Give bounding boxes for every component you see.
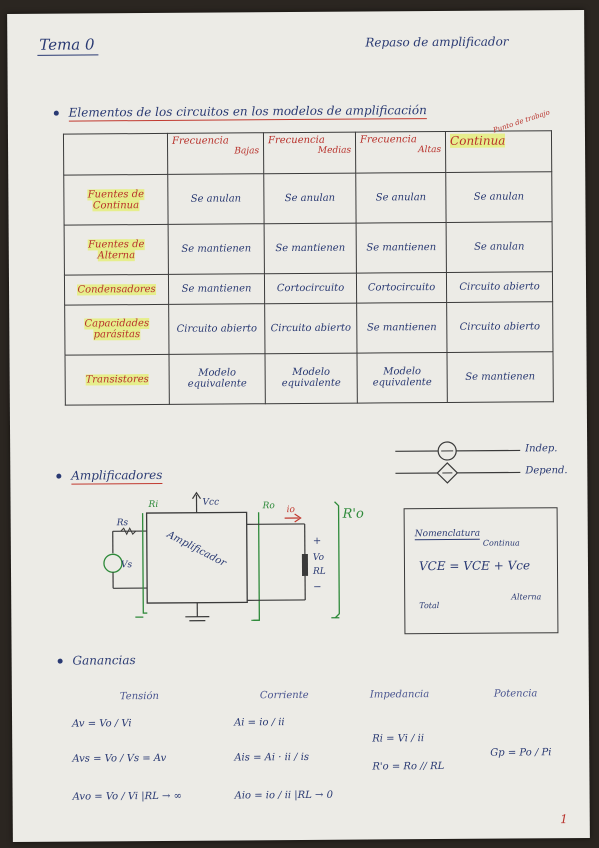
row-header: Fuentes de Alterna [64, 224, 169, 276]
table-cell: Se anulan [263, 173, 357, 224]
ro-label: Ro [262, 501, 276, 511]
column-potencia: Potencia [493, 688, 538, 700]
nomenclature-total-label: Total [419, 601, 440, 611]
table-cell: Circuito abierto [264, 302, 357, 354]
row-header: Condensadores [64, 274, 169, 305]
ri-label: Ri [148, 500, 159, 510]
vo-label: Vo [313, 553, 325, 563]
table-cell: Circuito abierto [446, 271, 553, 303]
formula-avs: Avs = Vo / Vs = Av [72, 752, 167, 765]
table-cell: Se mantienen [356, 222, 447, 274]
section-heading-text: Elementos de los circuitos en los modelo… [68, 103, 427, 122]
table-row: Transistores Modelo equivalente Modelo e… [64, 351, 554, 406]
legend-depend-label: Depend. [525, 465, 568, 477]
table-cell: Se anulan [445, 171, 553, 223]
rs-label: Rs [116, 518, 129, 528]
table-cell: Circuito abierto [446, 301, 553, 353]
row-header: Capacidades parásitas [64, 304, 169, 356]
formula-aio: Aio = io / ii |RL → 0 [234, 789, 333, 802]
corner-note: Punto de trabajo [491, 108, 551, 135]
formula-ri: Ri = Vi / ii [372, 733, 425, 745]
bullet-icon [57, 658, 63, 664]
table-cell: Cortocircuito [356, 272, 447, 303]
table-cell: Se anulan [446, 221, 553, 273]
table-cell: Modelo equivalente [264, 352, 358, 404]
load-resistor-icon [301, 553, 309, 576]
table-cell: Cortocircuito [264, 273, 357, 304]
table-cell: Se mantienen [446, 351, 554, 403]
section-heading-gains: Ganancias [57, 653, 136, 668]
table-corner [63, 133, 168, 176]
column-corriente: Corriente [259, 689, 309, 702]
source-resistor-icon [120, 527, 137, 536]
legend-indep-label: Indep. [525, 443, 558, 455]
section-heading-text: Ganancias [72, 653, 136, 668]
table-row: Fuentes de Continua Se anulan Se anulan … [63, 171, 553, 226]
table-cell: Se mantienen [264, 223, 357, 274]
table-cell: Modelo equivalente [356, 352, 448, 404]
table-cell: Se mantienen [168, 273, 265, 305]
source-legend [395, 441, 521, 484]
formula-ais: Ais = Ai · ii / is [234, 751, 310, 764]
formula-avo: Avo = Vo / Vi |RL → ∞ [72, 790, 182, 803]
section-heading-amplifiers: Amplificadores [56, 467, 163, 485]
page-subtitle: Repaso de amplificador [365, 34, 509, 50]
table-row: Fuentes de Alterna Se mantienen Se manti… [64, 221, 553, 276]
amplifier-label: Amplificador [164, 529, 229, 570]
page-title: Tema 0 [37, 35, 99, 56]
table-cell: Se mantienen [356, 302, 447, 353]
notebook-page: Tema 0 Repaso de amplificador Elementos … [7, 9, 590, 843]
nomenclature-box: Nomenclatura Continua VCE = VCE + Vce To… [403, 507, 559, 635]
table-row: Capacidades parásitas Circuito abierto C… [64, 301, 553, 356]
amplifier-block [145, 511, 248, 604]
page-number: 1 [560, 812, 568, 827]
column-impedancia: Impedancia [369, 689, 430, 701]
bullet-icon [56, 473, 62, 479]
formula-gp: Gp = Po / Pi [490, 747, 552, 759]
voltage-source-icon [103, 553, 123, 573]
table-cell: Modelo equivalente [168, 353, 266, 405]
column-tension: Tensión [119, 690, 159, 703]
nomenclature-alt-label: Alterna [511, 592, 542, 602]
formula-ai: Ai = io / ii [234, 717, 285, 729]
nomenclature-formula: VCE = VCE + Vce [418, 558, 531, 574]
section-heading-elements: Elementos de los circuitos en los modelo… [53, 103, 427, 122]
nomenclature-cont-label: Continua [482, 538, 520, 548]
formula-av: Av = Vo / Vi [72, 718, 132, 730]
table-cell: Se anulan [167, 173, 265, 225]
vs-label: Vs [121, 560, 133, 570]
bullet-icon [53, 110, 59, 116]
formula-ro: R'o = Ro // RL [372, 760, 445, 773]
table-cell: Circuito abierto [168, 303, 265, 355]
table-cell: Se anulan [355, 172, 447, 224]
io-label: io [287, 505, 296, 515]
rl-label: RL [312, 567, 326, 577]
row-header: Fuentes de Continua [63, 174, 169, 226]
current-arrow-icon [294, 513, 302, 523]
table-cell: Se mantienen [168, 223, 265, 275]
table-row: Condensadores Se mantienen Cortocircuito… [64, 271, 553, 305]
row-header: Transistores [64, 354, 170, 406]
nomenclature-title: Nomenclatura [414, 528, 481, 541]
amplifier-circuit: Amplificador Ri Vcc [103, 491, 364, 622]
minus-label: − [313, 582, 321, 593]
vcc-label: Vcc [202, 498, 219, 508]
ro-prime-label: R'o [342, 507, 364, 522]
plus-label: + [313, 536, 321, 547]
